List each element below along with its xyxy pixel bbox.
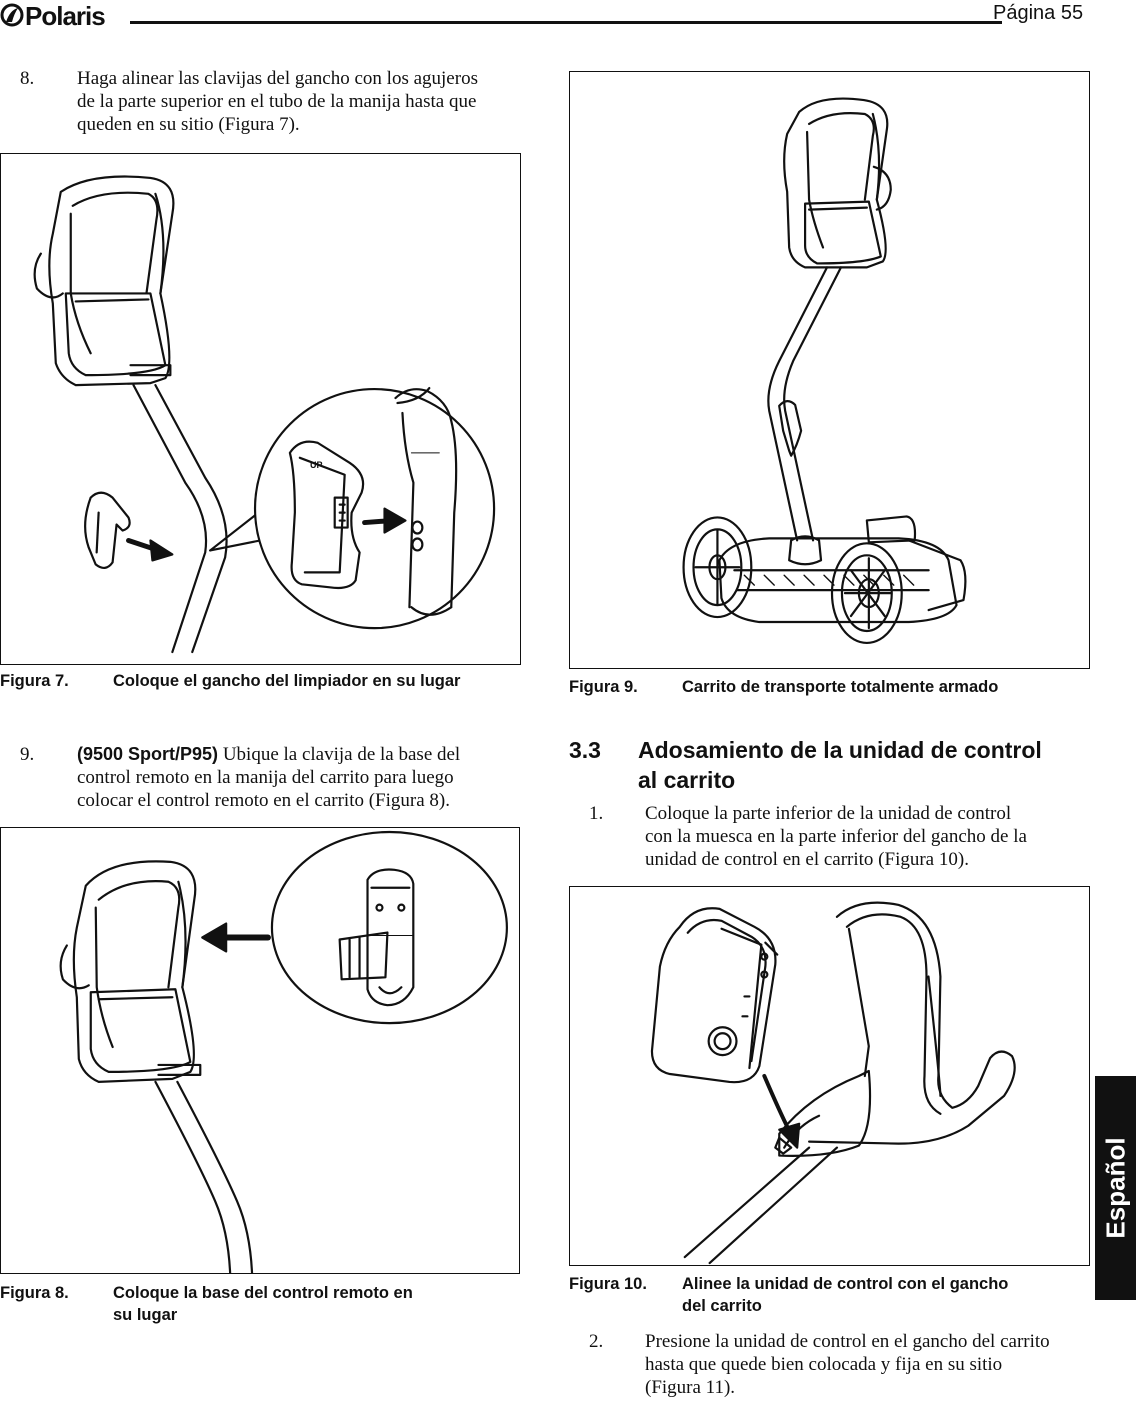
figure-10 bbox=[569, 886, 1090, 1266]
step-9-line: (9500 Sport/P95) Ubique la clavija de la… bbox=[77, 743, 460, 766]
step-9-line: control remoto en la manija del carrito … bbox=[77, 767, 454, 788]
figure-8-caption-line: su lugar bbox=[113, 1306, 178, 1324]
figure-9 bbox=[569, 71, 1090, 669]
section-title: Adosamiento de la unidad de control al c… bbox=[638, 735, 1042, 795]
step-8-text: Haga alinear las clavijas del gancho con… bbox=[77, 67, 478, 136]
figure-7-label: Figura 7. bbox=[0, 672, 69, 690]
figure-9-illustration bbox=[682, 97, 967, 645]
step-2-text: Presione la unidad de control en el ganc… bbox=[645, 1330, 1050, 1399]
step-9-number: 9. bbox=[20, 744, 35, 765]
polaris-seal-icon bbox=[0, 3, 24, 27]
step-8-line: de la parte superior en el tubo de la ma… bbox=[77, 91, 477, 112]
figure-8-label: Figura 8. bbox=[0, 1284, 69, 1302]
figure-7-caption: Coloque el gancho del limpiador en su lu… bbox=[113, 672, 461, 690]
step-2-line: hasta que quede bien colocada y fija en … bbox=[645, 1354, 1003, 1375]
step-1-line: unidad de control en el carrito (Figura … bbox=[645, 849, 969, 870]
figure-7: UP bbox=[0, 153, 521, 665]
figure-10-caption: Alinee la unidad de control con el ganch… bbox=[682, 1273, 1008, 1317]
figure-10-label: Figura 10. bbox=[569, 1275, 647, 1293]
figure-10-caption-line: Alinee la unidad de control con el ganch… bbox=[682, 1275, 1009, 1293]
figure-8-caption: Coloque la base del control remoto en su… bbox=[113, 1282, 413, 1326]
section-number: 3.3 bbox=[569, 737, 601, 763]
figure-9-label: Figura 9. bbox=[569, 678, 638, 696]
step-9-text: (9500 Sport/P95) Ubique la clavija de la… bbox=[77, 743, 460, 812]
brand-name: Polaris bbox=[25, 1, 106, 31]
step-1-text: Coloque la parte inferior de la unidad d… bbox=[645, 802, 1027, 871]
language-tab: Español bbox=[1095, 1076, 1136, 1300]
step-1-line: Coloque la parte inferior de la unidad d… bbox=[645, 803, 1012, 824]
header-rule bbox=[130, 21, 1002, 24]
step-2-line: (Figura 11). bbox=[645, 1377, 736, 1398]
section-title-line: al carrito bbox=[638, 767, 736, 793]
polaris-logo: Polaris bbox=[0, 1, 126, 31]
step-8-number: 8. bbox=[20, 68, 35, 89]
figure-10-illustration bbox=[650, 901, 1016, 1265]
section-title-line: Adosamiento de la unidad de control bbox=[638, 737, 1042, 763]
figure-8-caption-line: Coloque la base del control remoto en bbox=[113, 1284, 413, 1302]
figure-8 bbox=[0, 827, 520, 1274]
figure-8-illustration bbox=[59, 830, 508, 1273]
language-tab-label: Español bbox=[1100, 1137, 1130, 1239]
step-1-line: con la muesca en la parte inferior del g… bbox=[645, 826, 1027, 847]
step-9-line: colocar el control remoto en el carrito … bbox=[77, 790, 450, 811]
figure-9-caption: Carrito de transporte totalmente armado bbox=[682, 678, 999, 696]
step-1-number: 1. bbox=[589, 803, 604, 824]
figure-7-illustration bbox=[33, 175, 496, 654]
step-2-line: Presione la unidad de control en el ganc… bbox=[645, 1331, 1050, 1352]
step-2-number: 2. bbox=[589, 1331, 604, 1352]
up-stamp: UP bbox=[310, 460, 323, 470]
page-number: Página 55 bbox=[993, 2, 1084, 24]
model-name: (9500 Sport/P95) bbox=[77, 744, 219, 764]
step-8-line: queden en su sitio (Figura 7). bbox=[77, 114, 300, 135]
step-8-line: Haga alinear las clavijas del gancho con… bbox=[77, 68, 478, 89]
step-9-line1-rest: Ubique la clavija de la base del bbox=[218, 744, 461, 765]
figure-10-caption-line: del carrito bbox=[682, 1297, 762, 1315]
